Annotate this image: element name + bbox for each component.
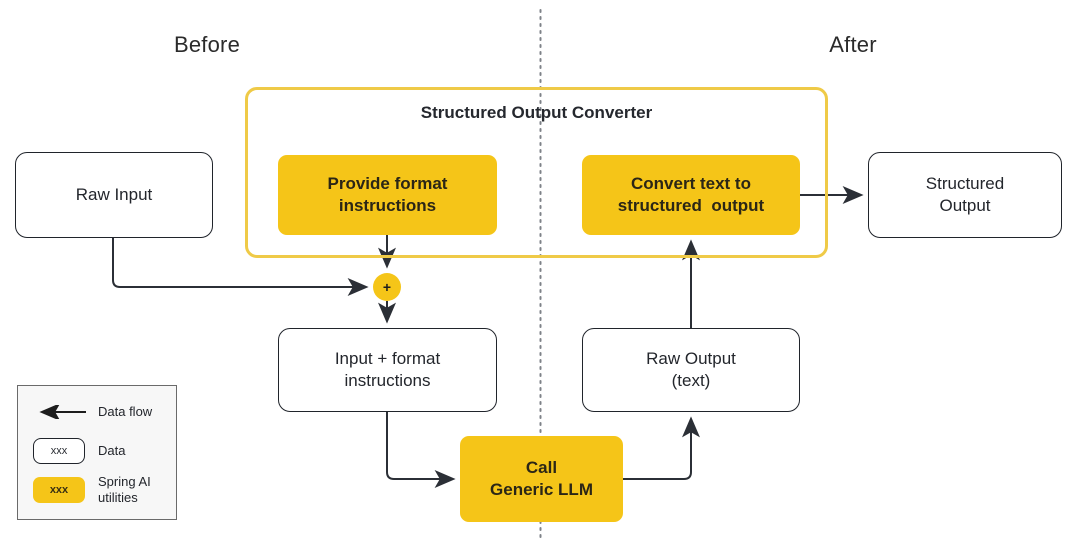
- section-title-after: After: [829, 32, 877, 57]
- legend-row-data-flow: Data flow: [30, 404, 152, 420]
- data-flow-arrow-icon: [39, 405, 86, 420]
- node-convert-text-to-structured-output[interactable]: Convert text to structured output: [582, 155, 800, 235]
- merge-junction-node[interactable]: +: [373, 273, 401, 301]
- legend-row-data: xxx Data: [30, 438, 125, 464]
- wire-call-llm-to-raw-output: [623, 416, 700, 480]
- node-provide-format-label: Provide format instructions: [328, 173, 448, 218]
- node-structured-output-line2: Output: [939, 196, 991, 215]
- node-input-format-line2: instructions: [344, 371, 431, 390]
- section-title-before: Before: [173, 32, 241, 57]
- legend-sample-arrow: [30, 405, 88, 420]
- node-call-llm-line2: Generic LLM: [490, 480, 593, 499]
- legend-label-data: Data: [98, 442, 126, 458]
- plus-icon: +: [382, 279, 392, 295]
- node-provide-format-line2: instructions: [338, 196, 437, 215]
- node-input-format-line1: Input + format: [334, 348, 441, 368]
- node-raw-input-label: Raw Input: [75, 184, 153, 204]
- node-provide-format-line1: Provide format: [327, 173, 448, 193]
- node-structured-output[interactable]: Structured Output: [868, 152, 1062, 238]
- legend-chip-data: xxx: [33, 438, 85, 464]
- node-call-llm-label: Call Generic LLM: [490, 457, 593, 502]
- node-input-plus-format-instructions[interactable]: Input + format instructions: [278, 328, 497, 412]
- node-raw-output-line1: Raw Output: [646, 348, 736, 368]
- legend-sample-data-box: xxx: [30, 438, 88, 464]
- node-convert-text-line1: Convert text to: [631, 173, 751, 193]
- node-call-generic-llm[interactable]: Call Generic LLM: [460, 436, 623, 522]
- node-structured-output-label: Structured Output: [926, 173, 1004, 218]
- node-input-format-label: Input + format instructions: [335, 348, 440, 393]
- node-provide-format-instructions[interactable]: Provide format instructions: [278, 155, 497, 235]
- node-raw-output-line2: (text): [671, 371, 711, 390]
- legend-chip-utility: xxx: [33, 477, 85, 504]
- legend-label-data-flow: Data flow: [98, 404, 153, 419]
- node-raw-input[interactable]: Raw Input: [15, 152, 213, 238]
- structured-output-converter-title: Structured Output Converter: [420, 103, 653, 122]
- node-raw-output-label: Raw Output (text): [646, 348, 736, 393]
- legend-panel: Data flow xxx Data xxx Spring AI utiliti…: [17, 385, 177, 520]
- node-convert-text-label: Convert text to structured output: [618, 173, 764, 218]
- legend-sample-util-box: xxx: [30, 477, 88, 504]
- wire-input-format-to-call-llm: [386, 412, 456, 488]
- node-convert-text-line2: structured output: [617, 196, 765, 215]
- legend-label-spring-ai-utilities: Spring AI utilities: [98, 474, 151, 506]
- structured-output-converter-group: [245, 87, 828, 258]
- node-raw-output[interactable]: Raw Output (text): [582, 328, 800, 412]
- node-call-llm-line1: Call: [525, 457, 558, 477]
- legend-row-spring-ai-utilities: xxx Spring AI utilities: [30, 474, 174, 507]
- node-structured-output-line1: Structured: [925, 173, 1005, 193]
